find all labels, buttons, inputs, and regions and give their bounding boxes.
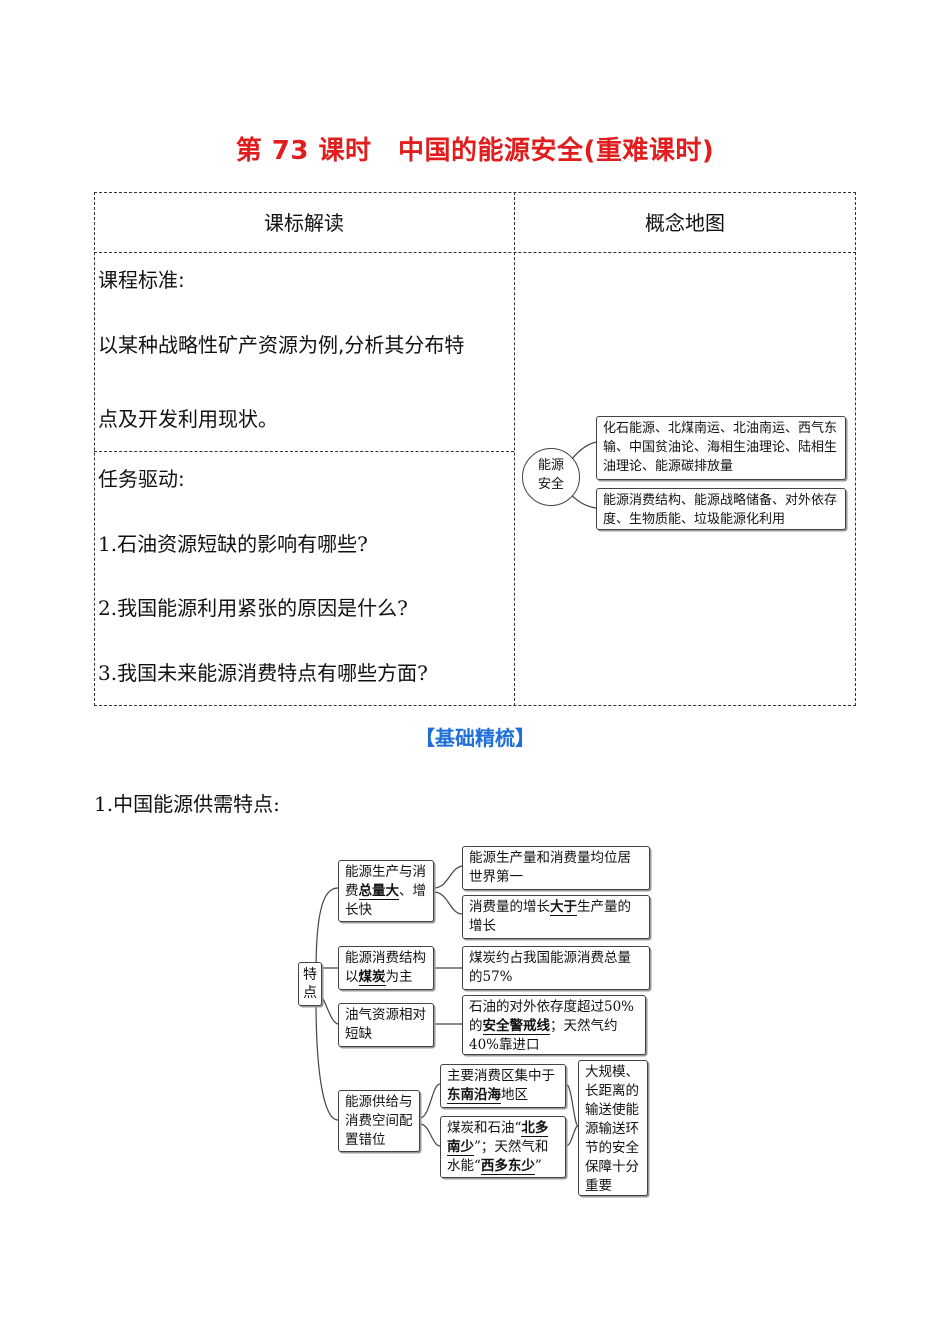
diagram-node-scale: 能源生产与消费总量大、增长快 — [338, 860, 434, 922]
task-item: 3.我国未来能源消费特点有哪些方面? — [98, 661, 428, 685]
diagram-node-consumption-area: 主要消费区集中于东南沿海地区 — [440, 1064, 566, 1108]
diagram-node-oil-gas: 油气资源相对短缺 — [338, 1003, 434, 1047]
standard-text-line2: 点及开发利用现状。 — [98, 407, 278, 431]
diagram-node-distribution: 煤炭和石油“北多南少”；天然气和水能“西多东少” — [440, 1116, 566, 1178]
page-title: 第 73 课时 中国的能源安全(重难课时) — [235, 136, 715, 166]
diagram-node-structure: 能源消费结构以煤炭为主 — [338, 946, 434, 990]
diagram-node-growth: 消费量的增长大于生产量的增长 — [462, 895, 650, 939]
diagram-node-dependence: 石油的对外依存度超过50%的安全警戒线；天然气约40%靠进口 — [462, 995, 646, 1055]
standard-text-line1: 以某种战略性矿产资源为例,分析其分布特 — [98, 333, 465, 357]
task-label: 任务驱动: — [98, 467, 185, 491]
concept-box-bottom: 能源消费结构、能源战略储备、对外依存度、生物质能、垃圾能源化利用 — [596, 488, 846, 530]
diagram-root: 特点 — [298, 962, 322, 1006]
standard-label: 课程标准: — [98, 268, 185, 292]
col-header-concept-map: 概念地图 — [645, 211, 725, 235]
concept-center-node: 能源 安全 — [522, 448, 580, 506]
item-heading: 1.中国能源供需特点: — [94, 792, 280, 816]
col-header-standard: 课标解读 — [264, 211, 344, 235]
diagram-node-rank: 能源生产量和消费量均位居世界第一 — [462, 846, 650, 890]
lesson-table — [94, 192, 856, 706]
diagram-node-coal-share: 煤炭约占我国能源消费总量的57% — [462, 946, 650, 990]
diagram-node-transport: 大规模、长距离的输送使能源输送环节的安全保障十分重要 — [578, 1060, 648, 1196]
section-title: 【基础精梳】 — [415, 726, 535, 750]
task-item: 1.石油资源短缺的影响有哪些? — [98, 532, 368, 556]
concept-box-top: 化石能源、北煤南运、北油南运、西气东输、中国贫油论、海相生油理论、陆相生油理论、… — [596, 416, 846, 480]
diagram-node-mismatch: 能源供给与消费空间配置错位 — [338, 1090, 420, 1152]
task-item: 2.我国能源利用紧张的原因是什么? — [98, 596, 408, 620]
